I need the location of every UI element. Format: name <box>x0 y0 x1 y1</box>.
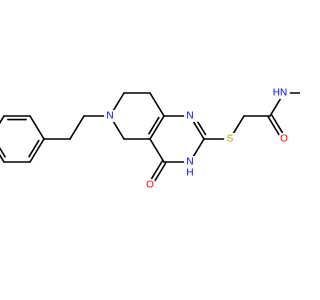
atom-label-n-pyrimidine-3: N <box>186 157 193 168</box>
single-bond <box>192 138 205 158</box>
atom-label-n-amide: HN <box>273 88 287 99</box>
atom-label-s-thioether: S <box>227 134 234 145</box>
single-bond <box>232 115 245 135</box>
atom-label-background <box>272 87 288 99</box>
single-bond <box>0 115 5 125</box>
double-bond <box>267 116 280 136</box>
atom-label-o-lactam: O <box>146 180 154 191</box>
double-bond <box>150 160 164 180</box>
atom-label-background <box>279 133 289 145</box>
atom-label-background <box>145 179 155 191</box>
double-bond <box>270 114 284 134</box>
double-bond <box>192 120 205 140</box>
atom-label-background <box>105 110 115 122</box>
atom-label-h-pyrimidine-3: H <box>186 168 193 179</box>
double-bond <box>0 146 6 158</box>
single-bond <box>149 138 165 163</box>
double-bond <box>28 139 40 158</box>
atom-label-n-pyrimidine-1: N <box>186 111 193 122</box>
single-bond <box>69 115 85 140</box>
atom-label-background <box>185 156 195 168</box>
double-bond <box>0 153 5 163</box>
single-bond <box>29 115 45 140</box>
atom-label-background <box>185 167 195 179</box>
bond-layer <box>0 92 300 182</box>
double-bond <box>148 116 160 135</box>
double-bond <box>149 115 165 140</box>
atom-label-o-amide: O <box>280 134 288 145</box>
atom-label-layer: OOHNOSNNONH <box>105 87 289 191</box>
atom-label-background <box>225 133 235 145</box>
atom-label-background <box>185 110 195 122</box>
double-bond <box>197 121 207 136</box>
molecule-structure-diagram: OOHNOSNNONH <box>0 87 300 191</box>
atom-label-n-piperidine: N <box>106 111 113 122</box>
double-bond <box>29 138 45 163</box>
single-bond <box>269 97 282 117</box>
double-bond <box>154 162 167 182</box>
single-bond <box>112 120 125 140</box>
single-bond <box>112 92 125 112</box>
single-bond <box>149 92 165 117</box>
